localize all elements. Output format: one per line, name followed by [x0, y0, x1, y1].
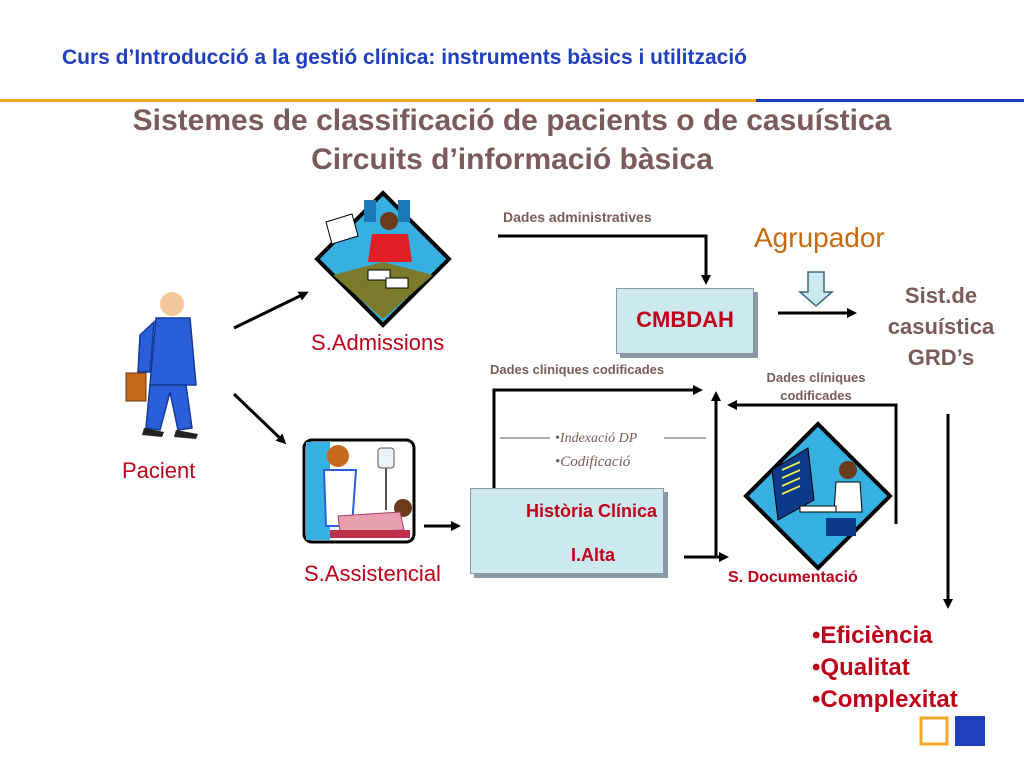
sist-line1: Sist.de — [904, 283, 978, 308]
outcomes-list: •Eficiència •Qualitat •Complexitat — [812, 620, 958, 716]
logo-square-outline — [919, 716, 949, 746]
sist-casuistica-label: Sist.de casuística GRD’s — [870, 280, 1012, 373]
outcome-qualitat: •Qualitat — [812, 654, 910, 681]
dades-cliniques-codificades-label: Dades cliniques codificades — [490, 362, 665, 377]
slide-title-line1: Sistemes de classificació de pacients o … — [132, 104, 892, 137]
header-rule-orange — [0, 99, 756, 102]
header-title: Curs d’Introducció a la gestió clínica: … — [62, 46, 747, 69]
dades-cliniques-codificades-2-line2: codificades — [780, 388, 852, 403]
arrow-to-assistencial — [232, 392, 287, 445]
cmbdah-box: CMBDAH — [616, 288, 754, 354]
dades-cliniques-codificades-2-line1: Dades clíniques — [766, 370, 866, 385]
arrow-dades-administratives — [498, 234, 711, 285]
i-alta-label: I.Alta — [571, 545, 616, 565]
outcome-complexitat: •Complexitat — [812, 686, 958, 713]
admissions-clerk-icon — [314, 190, 452, 328]
sist-line3: GRD’s — [907, 345, 975, 370]
sist-line2: casuística — [887, 314, 995, 339]
nurse-patient-icon — [302, 438, 416, 544]
arrow-to-admissions — [233, 291, 309, 330]
s-documentacio-label: S. Documentació — [728, 569, 858, 586]
slide-title-line2: Circuits d’informació bàsica — [311, 143, 713, 176]
arrow-documentacio-loop — [727, 400, 898, 524]
pacient-label: Pacient — [122, 458, 196, 483]
agrupador-arrow — [798, 271, 834, 307]
agrupador-label: Agrupador — [754, 222, 885, 253]
historia-clinica-box: Història Clínica I.Alta — [470, 488, 664, 574]
documentation-computer-icon — [743, 421, 893, 571]
arrow-dades-cliniques-loop — [492, 385, 703, 488]
indexacio-label: •Indexació DP — [555, 431, 638, 446]
header-rule-blue — [756, 99, 1024, 102]
dades-administratives-label: Dades administratives — [503, 209, 652, 225]
historia-clinica-label: Història Clínica — [525, 501, 657, 521]
pacient-figure-icon — [125, 292, 198, 439]
logo-square-filled — [955, 716, 985, 746]
codificacio-label: •Codificació — [555, 454, 631, 470]
outcome-eficiencia: •Eficiència — [812, 622, 933, 649]
cmbdah-label: CMBDAH — [636, 307, 734, 332]
s-admissions-label: S.Admissions — [311, 330, 445, 355]
s-assistencial-label: S.Assistencial — [304, 561, 441, 586]
